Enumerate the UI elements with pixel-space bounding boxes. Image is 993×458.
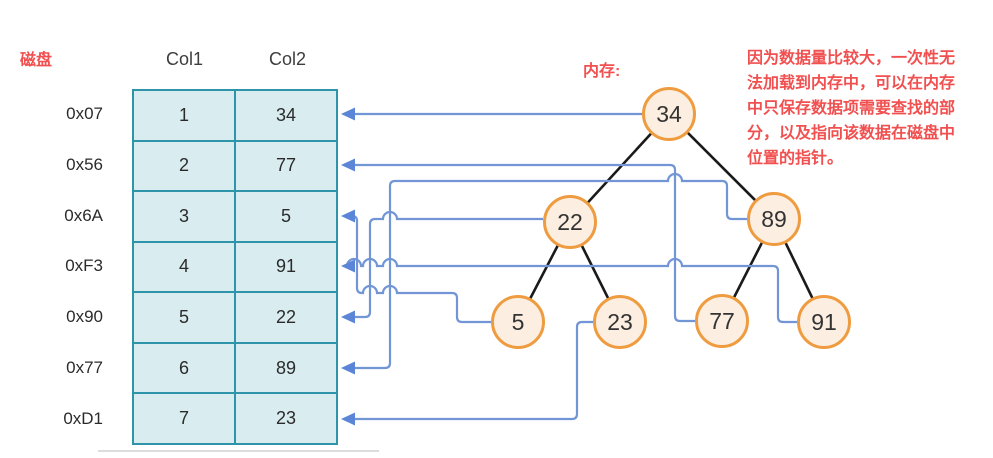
- cell-col1: 2: [132, 139, 236, 193]
- arrowhead-row-0x56-icon: [341, 158, 355, 172]
- disk-table: 1 34 2 77 3 5 4 91 5 22 6 89 7 23: [132, 89, 338, 445]
- cell-col2: 5: [234, 190, 338, 243]
- table-row: 5 22: [132, 291, 338, 344]
- address-label: 0x90: [66, 307, 103, 326]
- tree-node-77: 77: [695, 294, 749, 348]
- tree-node-5: 5: [491, 295, 545, 349]
- memory-section-label: 内存:: [583, 63, 621, 80]
- address-label: 0xD1: [63, 409, 103, 428]
- table-row: 3 5: [132, 190, 338, 243]
- table-row: 4 91: [132, 240, 338, 294]
- annotation-note: 因为数据量比较大，一次性无 法加载到内存中，可以在内存 中只保存数据项需要查找的…: [747, 50, 956, 167]
- cell-col2: 23: [234, 392, 338, 445]
- cell-col2: 34: [234, 89, 338, 142]
- table-row: 2 77: [132, 139, 338, 193]
- table-row: 7 23: [132, 392, 338, 445]
- arrowhead-row-0xF3-icon: [341, 259, 355, 273]
- address-label: 0x07: [66, 104, 103, 123]
- tree-node-91: 91: [797, 295, 851, 349]
- column-header-col2: Col2: [268, 49, 307, 69]
- disk-pointers: [345, 112, 798, 421]
- address-label: 0xF3: [65, 256, 103, 275]
- cell-col1: 6: [132, 341, 236, 395]
- arrowhead-row-0x6A-icon: [341, 209, 355, 223]
- column-header-col1: Col1: [165, 49, 204, 69]
- cell-col2: 89: [234, 341, 338, 395]
- arrowhead-row-0x90-icon: [341, 310, 355, 324]
- cell-col1: 4: [132, 240, 236, 294]
- pointer-23-to-0xD1: [354, 320, 593, 421]
- cell-col1: 3: [132, 190, 236, 243]
- tree-node-22: 22: [543, 195, 597, 249]
- cell-col1: 1: [132, 89, 236, 142]
- table-row: 6 89: [132, 341, 338, 395]
- pointer-arrowheads: [341, 107, 355, 426]
- cell-col2: 91: [234, 240, 338, 294]
- divider-line: [98, 450, 379, 452]
- cell-col2: 77: [234, 139, 338, 193]
- cell-col1: 7: [132, 392, 236, 445]
- tree-node-23: 23: [593, 295, 647, 349]
- pointer-77-to-0x56: [354, 163, 696, 323]
- pointer-22-to-0x90: [354, 210, 543, 319]
- address-label: 0x77: [66, 358, 103, 377]
- cell-col2: 22: [234, 291, 338, 344]
- tree-node-34: 34: [642, 87, 696, 141]
- pointer-5-to-0x6A: [351, 214, 492, 324]
- arrowhead-row-0xD1-icon: [341, 412, 355, 426]
- pointer-89-to-0x77: [354, 172, 747, 370]
- disk-section-label: 磁盘: [20, 52, 53, 69]
- tree-node-89: 89: [747, 192, 801, 246]
- address-label: 0x56: [66, 155, 103, 174]
- address-label: 0x6A: [64, 206, 103, 225]
- cell-col1: 5: [132, 291, 236, 344]
- arrowhead-row-0x77-icon: [341, 361, 355, 375]
- arrowhead-row-0x07-icon: [341, 107, 355, 121]
- table-row: 1 34: [132, 89, 338, 142]
- pointer-91-to-0xF3: [345, 257, 798, 324]
